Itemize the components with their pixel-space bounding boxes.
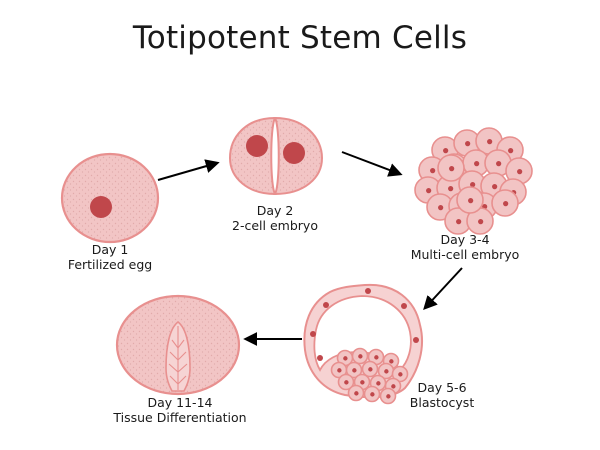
morula-cell	[437, 154, 465, 182]
label-day5-6: Day 5-6 Blastocyst	[402, 380, 482, 410]
inner-cell-mass-cell	[330, 361, 348, 379]
inner-cell-mass-cell	[367, 348, 385, 366]
label-day3-4-name: Multi-cell embryo	[410, 247, 520, 262]
trophoblast-nucleus	[310, 331, 316, 337]
trophoblast-nucleus	[323, 302, 329, 308]
streak-lines	[168, 326, 188, 390]
arrow-3	[423, 267, 463, 311]
inner-cell-mass-cell	[337, 373, 355, 391]
trophoblast-nucleus	[413, 337, 419, 343]
label-day11-14: Day 11-14 Tissue Differentiation	[100, 395, 260, 425]
stage-multi-cell-embryo	[414, 127, 533, 235]
egg-nucleus	[90, 196, 112, 218]
embryo-nucleus-left	[246, 135, 268, 157]
label-day1-name: Fertilized egg	[67, 257, 153, 272]
stage-fertilized-egg	[60, 152, 160, 244]
label-day11-14-day: Day 11-14	[147, 395, 213, 410]
label-day3-4: Day 3-4 Multi-cell embryo	[395, 232, 535, 262]
morula-cell	[505, 157, 533, 185]
egg-cell	[60, 152, 160, 244]
inner-cell-mass-cell	[347, 384, 365, 402]
label-day11-14-name: Tissue Differentiation	[113, 410, 247, 425]
inner-cell-mass-cell	[351, 347, 369, 365]
label-day1-day: Day 1	[91, 242, 129, 257]
label-day5-6-day: Day 5-6	[417, 380, 467, 395]
label-day2-name: 2-cell embryo	[232, 218, 318, 233]
arrow-1	[157, 159, 220, 181]
arrow-2	[341, 151, 403, 177]
stage-blastocyst	[303, 283, 424, 405]
morula-cell	[456, 186, 484, 214]
trophoblast-nucleus	[365, 288, 371, 294]
label-day5-6-name: Blastocyst	[409, 395, 475, 410]
stage-2-cell-embryo	[228, 116, 324, 196]
trophoblast-nucleus	[401, 303, 407, 309]
label-day3-4-day: Day 3-4	[440, 232, 490, 247]
inner-cell-mass-cell	[363, 385, 381, 403]
diagram-title: Totipotent Stem Cells	[132, 20, 468, 56]
embryo-nucleus-right	[283, 142, 305, 164]
inner-cell-mass-cell	[361, 360, 379, 378]
inner-cell-mass-cell	[379, 387, 397, 405]
morula-cell	[491, 189, 519, 217]
label-day2: Day 2 2-cell embryo	[225, 203, 325, 233]
stage-tissue-differentiation	[115, 294, 241, 396]
trophoblast-nucleus	[317, 355, 323, 361]
label-day1: Day 1 Fertilized egg	[60, 242, 160, 272]
label-day2-day: Day 2	[256, 203, 294, 218]
inner-cell-mass-cell	[345, 361, 363, 379]
inner-cell-mass-cell	[391, 365, 409, 383]
